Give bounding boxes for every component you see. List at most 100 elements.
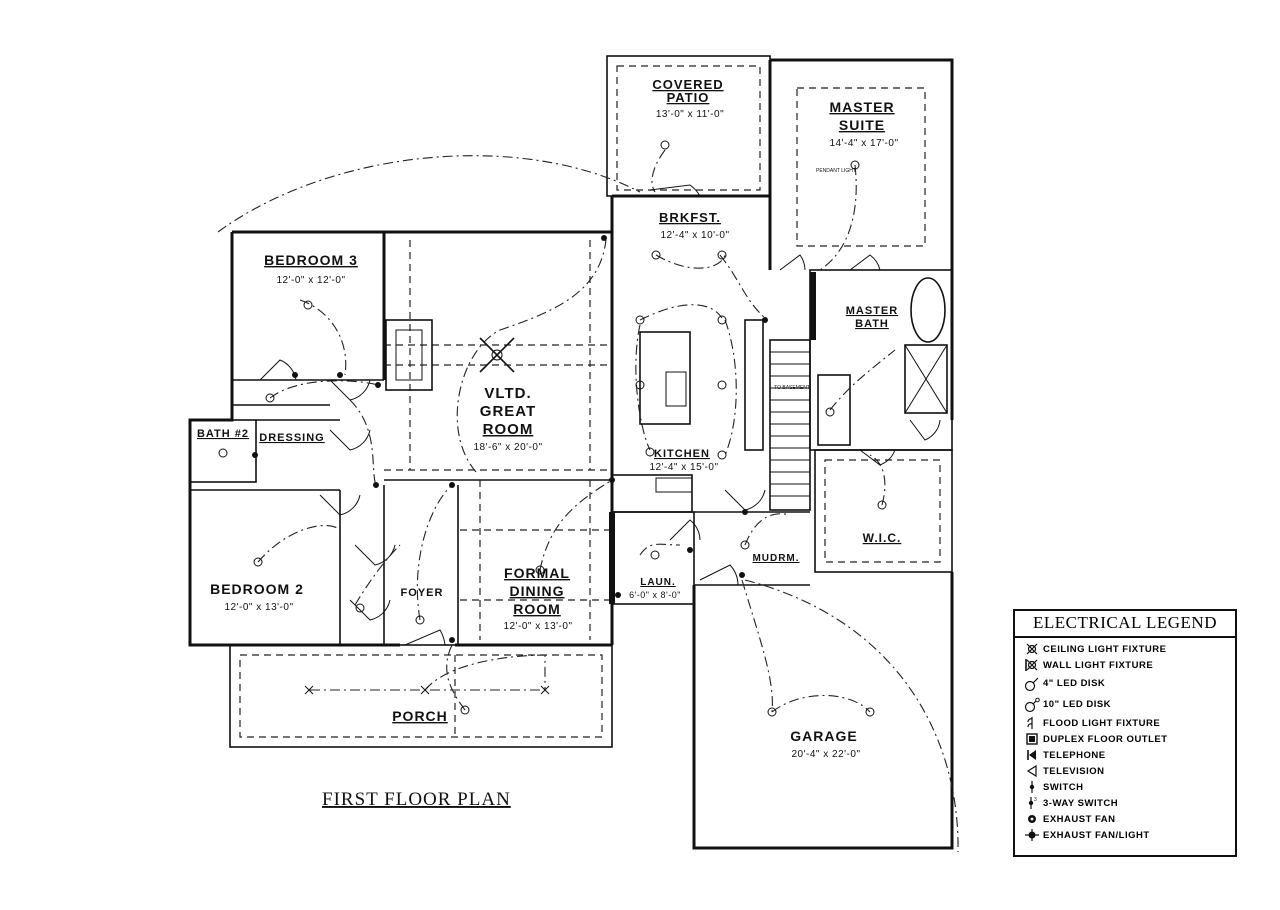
circuit-runs: [217, 149, 959, 853]
room-mudroom: MUDRM.: [752, 553, 799, 564]
legend-item: EXHAUST FAN: [1015, 811, 1235, 827]
legend-label: FLOOD LIGHT FIXTURE: [1043, 717, 1161, 729]
legend-item: TELEPHONE: [1015, 747, 1235, 763]
plan-title: FIRST FLOOR PLAN: [322, 789, 511, 810]
svg-text:ROOM: ROOM: [483, 421, 534, 438]
telephone-icon: [1021, 748, 1043, 762]
svg-text:14'-4" x 17'-0": 14'-4" x 17'-0": [829, 138, 898, 149]
legend-label: SWITCH: [1043, 781, 1084, 793]
ceiling-fan-icon: [479, 337, 515, 373]
room-wic: W.I.C.: [863, 531, 902, 545]
svg-text:LAUN.: LAUN.: [640, 577, 676, 588]
stair-note: TO BASEMENT: [774, 385, 810, 391]
svg-text:FORMAL: FORMAL: [504, 565, 570, 581]
legend-item: SWITCH: [1015, 779, 1235, 795]
room-laundry: LAUN. 6'-0" x 8'-0": [629, 577, 681, 600]
legend-item: 10" LED DISK: [1015, 694, 1235, 715]
svg-text:MASTER: MASTER: [829, 99, 894, 115]
svg-text:KITCHEN: KITCHEN: [654, 448, 710, 460]
legend-label: 10" LED DISK: [1043, 699, 1112, 710]
electrical-legend: ELECTRICAL LEGEND CEILING LIGHT FIXTURE …: [1013, 609, 1237, 857]
room-covered-patio: COVERED PATIO 13'-0" x 11'-0": [652, 77, 724, 120]
legend-label: 3-WAY SWITCH: [1043, 797, 1119, 809]
svg-text:FOYER: FOYER: [401, 587, 444, 599]
svg-text:BATH: BATH: [855, 318, 889, 330]
room-formal-dining: FORMAL DINING ROOM 12'-0" x 13'-0": [503, 565, 572, 632]
svg-text:12'-4" x 10'-0": 12'-4" x 10'-0": [660, 230, 729, 241]
legend-item: EXHAUST FAN/LIGHT: [1015, 827, 1235, 843]
room-master-suite: MASTER SUITE 14'-4" x 17'-0" PENDANT LIG…: [816, 99, 898, 174]
legend-item: CEILING LIGHT FIXTURE: [1015, 641, 1235, 657]
svg-text:VLTD.: VLTD.: [484, 385, 531, 402]
svg-text:ROOM: ROOM: [513, 601, 561, 617]
exterior-walls: [188, 55, 954, 850]
legend-title: ELECTRICAL LEGEND: [1015, 611, 1235, 638]
legend-item: WALL LIGHT FIXTURE: [1015, 657, 1235, 673]
svg-text:MUDRM.: MUDRM.: [752, 553, 799, 564]
room-bath-2: BATH #2: [197, 428, 249, 440]
room-garage: GARAGE 20'-4" x 22'-0": [790, 728, 860, 760]
svg-text:DINING: DINING: [510, 583, 565, 599]
legend-label: DUPLEX FLOOR OUTLET: [1043, 733, 1168, 745]
svg-text:12'-0" x 13'-0": 12'-0" x 13'-0": [503, 621, 572, 632]
room-kitchen: KITCHEN 12'-4" x 15'-0": [649, 448, 718, 473]
legend-label: TELEVISION: [1043, 765, 1105, 777]
room-porch: PORCH: [392, 708, 448, 724]
svg-text:12'-0" x 12'-0": 12'-0" x 12'-0": [276, 275, 345, 286]
svg-text:BRKFST.: BRKFST.: [659, 210, 721, 225]
svg-text:COVERED: COVERED: [652, 77, 723, 92]
legend-item: 3 3-WAY SWITCH: [1015, 795, 1235, 811]
flood-light-icon: [1021, 716, 1043, 730]
switch-icon: [1021, 780, 1043, 794]
svg-text:DRESSING: DRESSING: [259, 432, 324, 444]
three-way-switch-icon: 3: [1021, 796, 1043, 810]
door-swings: [259, 184, 941, 646]
svg-text:12'-4" x 15'-0": 12'-4" x 15'-0": [649, 462, 718, 473]
room-master-bath: MASTER BATH: [846, 305, 898, 330]
room-bedroom-3: BEDROOM 3 12'-0" x 12'-0": [264, 252, 358, 286]
light-fixtures: [218, 140, 887, 717]
wall-light-icon: [1021, 658, 1043, 672]
legend-label: 4" LED DISK: [1043, 678, 1106, 689]
svg-text:MASTER: MASTER: [846, 305, 898, 317]
svg-text:PORCH: PORCH: [392, 708, 448, 724]
svg-text:GARAGE: GARAGE: [790, 728, 857, 744]
svg-text:13'-0" x 11'-0": 13'-0" x 11'-0": [656, 109, 724, 120]
svg-text:20'-4" x 22'-0": 20'-4" x 22'-0": [791, 749, 860, 760]
svg-text:BATH #2: BATH #2: [197, 428, 249, 440]
legend-item: DUPLEX FLOOR OUTLET: [1015, 731, 1235, 747]
ceiling-light-icon: [1021, 642, 1043, 656]
room-brkfst: BRKFST. 12'-4" x 10'-0": [659, 210, 729, 241]
svg-text:12'-0" x 13'-0": 12'-0" x 13'-0": [224, 602, 293, 613]
svg-text:BEDROOM 3: BEDROOM 3: [264, 252, 358, 268]
television-icon: [1021, 764, 1043, 778]
svg-text:6'-0" x 8'-0": 6'-0" x 8'-0": [629, 590, 681, 600]
stair-treads: [770, 351, 810, 497]
led-disk-4-icon: [1021, 676, 1043, 692]
svg-text:3: 3: [1034, 797, 1037, 803]
room-dressing: DRESSING: [259, 432, 324, 444]
legend-item: 4" LED DISK: [1015, 673, 1235, 694]
svg-text:PENDANT LIGHT: PENDANT LIGHT: [816, 168, 856, 174]
legend-label: WALL LIGHT FIXTURE: [1043, 659, 1154, 671]
svg-text:PATIO: PATIO: [667, 90, 710, 105]
room-foyer: FOYER: [401, 587, 444, 599]
legend-item: TELEVISION: [1015, 763, 1235, 779]
duplex-floor-outlet-icon: [1021, 732, 1043, 746]
legend-label: EXHAUST FAN: [1043, 813, 1116, 825]
legend-item: FLOOD LIGHT FIXTURE: [1015, 715, 1235, 731]
svg-text:GREAT: GREAT: [480, 403, 536, 420]
svg-text:18'-6" x 20'-0": 18'-6" x 20'-0": [473, 442, 542, 453]
svg-text:SUITE: SUITE: [839, 117, 885, 133]
room-bedroom-2: BEDROOM 2 12'-0" x 13'-0": [210, 581, 304, 613]
led-disk-10-icon: [1021, 697, 1043, 713]
legend-label: CEILING LIGHT FIXTURE: [1043, 643, 1167, 655]
exhaust-fan-light-icon: [1021, 828, 1043, 842]
svg-text:BEDROOM 2: BEDROOM 2: [210, 581, 304, 597]
legend-label: EXHAUST FAN/LIGHT: [1043, 829, 1150, 841]
room-great-room: VLTD. GREAT ROOM 18'-6" x 20'-0": [473, 385, 542, 453]
exhaust-fan-icon: [1021, 812, 1043, 826]
legend-label: TELEPHONE: [1043, 749, 1106, 761]
svg-text:W.I.C.: W.I.C.: [863, 531, 902, 545]
